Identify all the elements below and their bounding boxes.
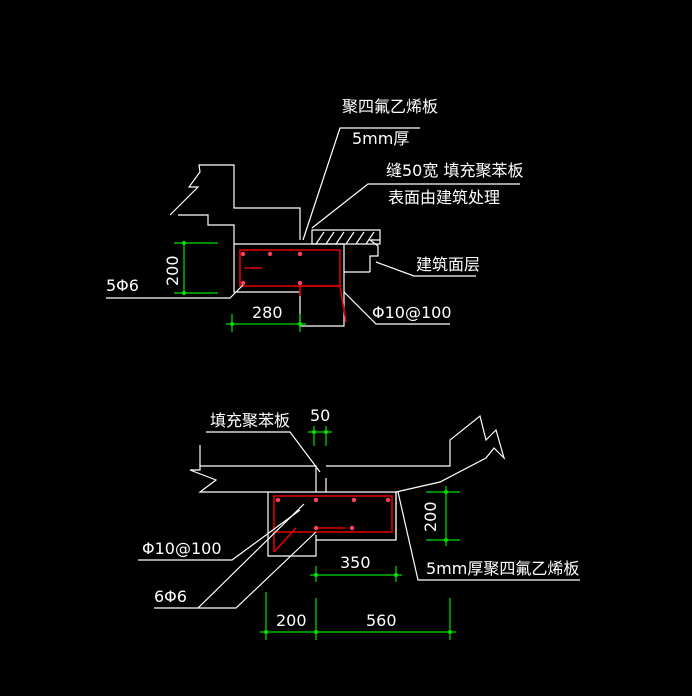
- bottom-dim-200: 200: [276, 611, 307, 630]
- top-label-surface: 表面由建筑处理: [388, 188, 500, 207]
- top-dim-height-lines: [174, 242, 218, 294]
- detail-bottom: 填充聚苯板 50 200 350 5mm厚聚四氟乙烯板 Φ10@100 6Φ6 …: [138, 406, 580, 640]
- top-stirrup-hook: [299, 285, 347, 323]
- bottom-dim-height: 200: [421, 501, 440, 532]
- bottom-right-slab: [326, 414, 506, 493]
- bottom-dim-gap: 50: [310, 406, 330, 425]
- bottom-leader-ptfe: [397, 491, 580, 581]
- top-right-slab: [311, 229, 381, 245]
- bottom-left-slab: [189, 445, 317, 557]
- bottom-label-bars: 6Φ6: [154, 587, 187, 606]
- top-left-slab-outline: [169, 164, 301, 240]
- bottom-leader-stirrup: [138, 509, 301, 561]
- bottom-leader-bars-2: [198, 531, 317, 609]
- bottom-stirrup: [273, 495, 393, 533]
- top-leader-bars: [106, 284, 244, 299]
- bottom-dim-lower-lines: [260, 592, 456, 640]
- bottom-label-stirrup: Φ10@100: [142, 539, 222, 558]
- top-leader-finish: [375, 261, 476, 277]
- bottom-dim-gap-ticks: [312, 430, 328, 434]
- bottom-dim-height-ticks: [444, 490, 448, 542]
- top-hatch: [315, 231, 375, 245]
- bottom-dim-gap-lines: [308, 426, 332, 446]
- top-label-finish: 建筑面层: [416, 255, 480, 274]
- top-label-stirrup: Φ10@100: [372, 303, 452, 322]
- bottom-dim-350: 350: [340, 553, 371, 572]
- top-dim-width-ticks: [230, 322, 302, 326]
- top-main-bars: [240, 251, 303, 286]
- bottom-leader-fill: [206, 431, 321, 473]
- bottom-right-slab-lower: [325, 478, 397, 540]
- bottom-dim-560: 560: [366, 611, 397, 630]
- top-label-ptfe: 聚四氟乙烯板: [342, 97, 438, 116]
- top-left-slab-bottom: [178, 214, 235, 244]
- bottom-dim-height-lines: [426, 486, 460, 546]
- top-label-gap-fill: 缝50宽 填充聚苯板: [386, 161, 523, 180]
- bottom-dim-lower-ticks: [264, 630, 452, 634]
- top-dim-height-ticks: [182, 241, 186, 295]
- top-label-ptfe-thickness: 5mm厚: [352, 129, 409, 148]
- top-leader-ptfe: [302, 127, 420, 241]
- top-right-finish: [368, 239, 380, 272]
- top-leader-stirrup: [343, 291, 450, 325]
- top-leader-fill: [311, 183, 520, 229]
- top-label-bars: 5Φ6: [106, 276, 139, 295]
- bottom-beam-outline: [268, 491, 397, 541]
- bottom-main-bars: [275, 497, 391, 531]
- top-dim-width: 280: [252, 303, 283, 322]
- bottom-label-fill: 填充聚苯板: [210, 411, 290, 430]
- top-dim-height: 200: [163, 255, 182, 286]
- bottom-dim-350-ticks: [314, 573, 398, 577]
- bottom-stirrup-hook: [273, 527, 346, 553]
- bottom-label-ptfe: 5mm厚聚四氟乙烯板: [426, 559, 579, 578]
- bottom-left-slab-top: [200, 465, 317, 492]
- detail-top: 聚四氟乙烯板 5mm厚 缝50宽 填充聚苯板 表面由建筑处理 建筑面层 5Φ6 …: [106, 97, 523, 332]
